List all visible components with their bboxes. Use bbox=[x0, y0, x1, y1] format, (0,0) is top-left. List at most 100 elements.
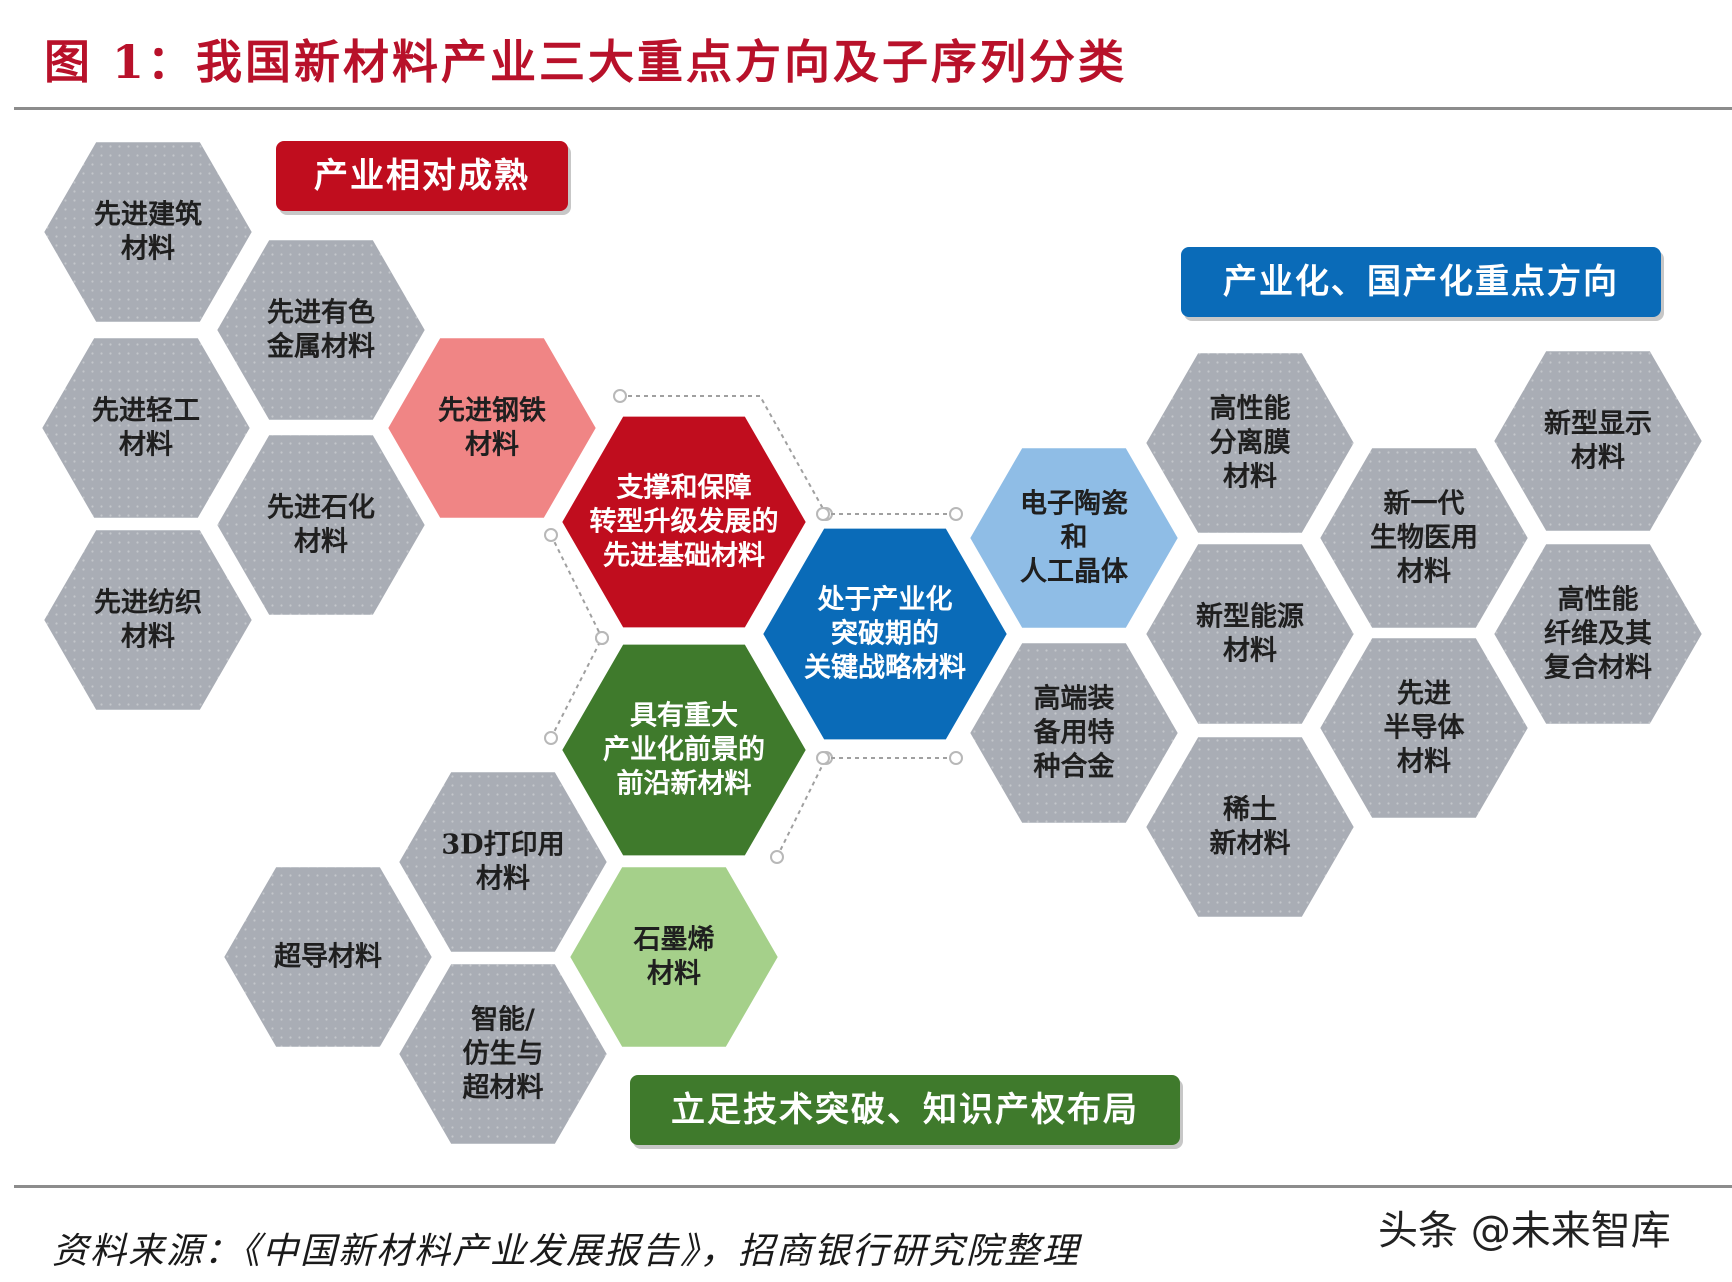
hex-smart-biomimetic-texture bbox=[397, 962, 609, 1146]
connector-lines bbox=[544, 389, 963, 864]
banner-industrialization-direction-label: 产业化、国产化重点方向 bbox=[1223, 262, 1619, 302]
connector-node bbox=[544, 731, 558, 745]
hex-advanced-petrochemical-label-line: 先进石化 bbox=[267, 493, 375, 524]
hex-advanced-nonferrous-metals-texture bbox=[215, 238, 427, 422]
connector-line-2 bbox=[550, 637, 603, 739]
hex-high-end-alloys-label-line: 高端装 bbox=[1034, 683, 1115, 715]
connector-line-3 bbox=[776, 757, 827, 858]
hex-superconducting: 超导材料 bbox=[219, 863, 437, 1051]
hex-smart-biomimetic-label-line: 智能/ bbox=[471, 1004, 535, 1036]
hex-advanced-nonferrous-metals-label-line: 金属材料 bbox=[266, 331, 375, 363]
hex-advanced-textile-label-line: 材料 bbox=[121, 622, 175, 653]
hex-frontier-materials-label-line: 前沿新材料 bbox=[617, 768, 752, 800]
hex-new-energy-materials-label-line: 新型能源 bbox=[1196, 601, 1304, 633]
hex-basic-materials-label-line: 转型升级发展的 bbox=[590, 506, 779, 538]
banner-industry-mature-label: 产业相对成熟 bbox=[314, 156, 530, 196]
connector-node bbox=[770, 850, 784, 864]
hex-electronic-ceramics-label-line: 电子陶瓷 bbox=[1020, 488, 1128, 520]
hex-display-materials-texture bbox=[1492, 349, 1704, 533]
hex-smart-biomimetic-label-line: 仿生与 bbox=[463, 1039, 544, 1070]
hex-biomedical-label-line: 新一代 bbox=[1384, 488, 1465, 520]
hex-separation-membrane-texture bbox=[1144, 351, 1356, 535]
hex-advanced-light-industry-label-line: 材料 bbox=[119, 430, 173, 461]
hex-superconducting-texture bbox=[222, 865, 434, 1049]
hex-advanced-textile-texture bbox=[42, 528, 254, 712]
hex-rare-earth-texture bbox=[1144, 735, 1356, 919]
hex-superconducting-label-line: 超导材料 bbox=[274, 942, 382, 973]
hex-advanced-steel-label-line: 先进钢铁 bbox=[438, 396, 546, 427]
hex-new-energy-materials-label-line: 材料 bbox=[1223, 636, 1277, 667]
hex-key-strategic-materials-label-line: 处于产业化 bbox=[817, 585, 953, 616]
hex-graphene-label-line: 材料 bbox=[647, 959, 701, 990]
hex-advanced-petrochemical-texture bbox=[215, 433, 427, 617]
hex-semiconductor-label-line: 半导体 bbox=[1384, 713, 1466, 744]
connector-node bbox=[816, 507, 830, 521]
hex-key-strategic-materials-label-line: 突破期的 bbox=[831, 618, 939, 650]
bottom-divider bbox=[14, 1185, 1732, 1188]
hex-advanced-building-materials-label-line: 先进建筑 bbox=[94, 199, 202, 231]
banner-technology-breakthrough: 立足技术突破、知识产权布局 bbox=[630, 1075, 1183, 1149]
hex-semiconductor-label-line: 材料 bbox=[1397, 747, 1451, 778]
hex-biomedical-texture bbox=[1318, 446, 1530, 630]
banner-technology-breakthrough-background bbox=[630, 1075, 1180, 1145]
hex-frontier-materials-label-line: 产业化前景的 bbox=[603, 734, 765, 766]
hex-frontier-materials-label-line: 具有重大 bbox=[630, 701, 738, 732]
hex-key-strategic-materials-shape bbox=[758, 524, 1012, 744]
hex-separation-membrane-label-line: 分离膜 bbox=[1210, 427, 1291, 459]
hex-basic-materials-label-line: 先进基础材料 bbox=[603, 541, 765, 572]
hex-electronic-ceramics-label-line: 人工晶体 bbox=[1020, 557, 1129, 588]
hex-3d-printing-label-line: 材料 bbox=[476, 864, 530, 895]
banner-industry-mature: 产业相对成熟 bbox=[276, 141, 571, 215]
hex-new-energy-materials-texture bbox=[1144, 542, 1356, 726]
hex-rare-earth-label-line: 新材料 bbox=[1210, 828, 1291, 860]
hex-3d-printing-label-line: 3D打印用 bbox=[441, 830, 564, 861]
hex-high-performance-fiber-texture bbox=[1492, 542, 1704, 726]
hex-biomedical-label-line: 生物医用 bbox=[1370, 523, 1478, 554]
top-divider bbox=[14, 107, 1732, 110]
hex-advanced-light-industry-label-line: 先进轻工 bbox=[92, 396, 200, 427]
connector-node bbox=[544, 528, 558, 542]
hex-basic-materials-shape bbox=[557, 412, 811, 632]
connector-node bbox=[613, 389, 627, 403]
banner-industrialization-direction-background bbox=[1181, 247, 1661, 317]
hex-electronic-ceramics-shape bbox=[965, 444, 1183, 632]
connector-node bbox=[595, 631, 609, 645]
hex-separation-membrane-label-line: 材料 bbox=[1223, 462, 1277, 493]
hex-smart-biomimetic-label-line: 超材料 bbox=[463, 1073, 544, 1104]
connector-node bbox=[949, 751, 963, 765]
banner-industrialization-direction: 产业化、国产化重点方向 bbox=[1181, 247, 1664, 321]
hex-advanced-petrochemical-label-line: 材料 bbox=[294, 527, 348, 558]
connector-line-0 bbox=[620, 395, 827, 515]
hex-semiconductor-texture bbox=[1318, 636, 1530, 820]
hex-biomedical-label-line: 材料 bbox=[1397, 557, 1451, 588]
hex-high-end-alloys-texture bbox=[968, 641, 1180, 825]
hex-graphene-shape bbox=[565, 863, 783, 1051]
hex-semiconductor-label-line: 先进 bbox=[1397, 679, 1451, 710]
watermark: 头条 @未来智库 bbox=[1378, 1208, 1671, 1254]
hex-high-performance-fiber-label-line: 纤维及其 bbox=[1544, 619, 1652, 650]
hex-advanced-building-materials-label-line: 材料 bbox=[121, 234, 175, 265]
hex-advanced-steel-label-line: 材料 bbox=[465, 430, 519, 461]
connector-line-1 bbox=[550, 534, 603, 639]
hex-separation-membrane-label-line: 高性能 bbox=[1210, 393, 1291, 425]
hex-advanced-nonferrous-metals-label-line: 先进有色 bbox=[267, 297, 375, 329]
hex-frontier-materials-shape bbox=[557, 640, 811, 860]
hex-advanced-light-industry-texture bbox=[40, 336, 252, 520]
